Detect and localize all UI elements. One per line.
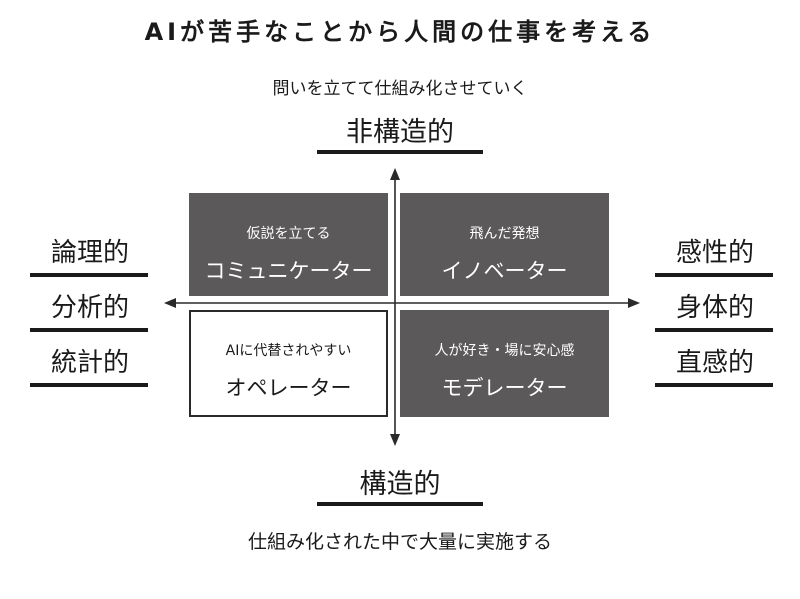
arrow-up-icon — [390, 168, 400, 180]
quadrant-moderator: 人が好き・場に安心感 モデレーター — [400, 310, 609, 417]
top-axis-caption: 問いを立てて仕組み化させていく — [272, 79, 528, 99]
arrow-down-icon — [390, 434, 400, 446]
quadrant-operator-main: オペレーター — [225, 376, 352, 400]
bottom-axis-underline — [317, 502, 483, 506]
bottom-axis-label: 構造的 — [359, 469, 441, 500]
quadrant-moderator-sub: 人が好き・場に安心感 — [434, 343, 575, 359]
right-axis-divider-2 — [655, 328, 773, 332]
quadrant-communicator: 仮説を立てる コミュニケーター — [189, 193, 388, 296]
top-axis-label: 非構造的 — [346, 117, 454, 148]
right-axis-label-intuitive: 直感的 — [675, 348, 754, 378]
left-axis-label-analytical: 分析的 — [50, 293, 129, 323]
arrow-right-icon — [628, 298, 640, 308]
left-axis-divider-2 — [30, 328, 148, 332]
bottom-axis-caption: 仕組み化された中で大量に実施する — [247, 531, 552, 553]
right-axis-divider-3 — [655, 383, 773, 387]
quadrant-communicator-main: コミュニケーター — [204, 259, 373, 283]
right-axis-divider-1 — [655, 273, 773, 277]
left-axis-label-statistical: 統計的 — [50, 348, 129, 378]
quadrant-moderator-main: モデレーター — [441, 376, 568, 400]
arrow-left-icon — [164, 298, 176, 308]
right-axis-label-physical: 身体的 — [675, 293, 754, 323]
top-axis-underline — [317, 150, 483, 154]
quadrant-operator: AIに代替されやすい オペレーター — [189, 310, 388, 417]
quadrant-operator-sub: AIに代替されやすい — [225, 343, 352, 359]
left-axis-divider-3 — [30, 383, 148, 387]
right-axis-label-sensory: 感性的 — [675, 238, 754, 268]
quadrant-communicator-sub: 仮説を立てる — [246, 226, 331, 242]
page-title: AIが苦手なことから人間の仕事を考える — [144, 18, 656, 46]
left-axis-divider-1 — [30, 273, 148, 277]
left-axis-label-logical: 論理的 — [50, 238, 129, 268]
quadrant-innovator: 飛んだ発想 イノベーター — [400, 193, 609, 296]
quadrant-innovator-main: イノベーター — [441, 259, 568, 283]
quadrant-innovator-sub: 飛んだ発想 — [469, 226, 540, 242]
